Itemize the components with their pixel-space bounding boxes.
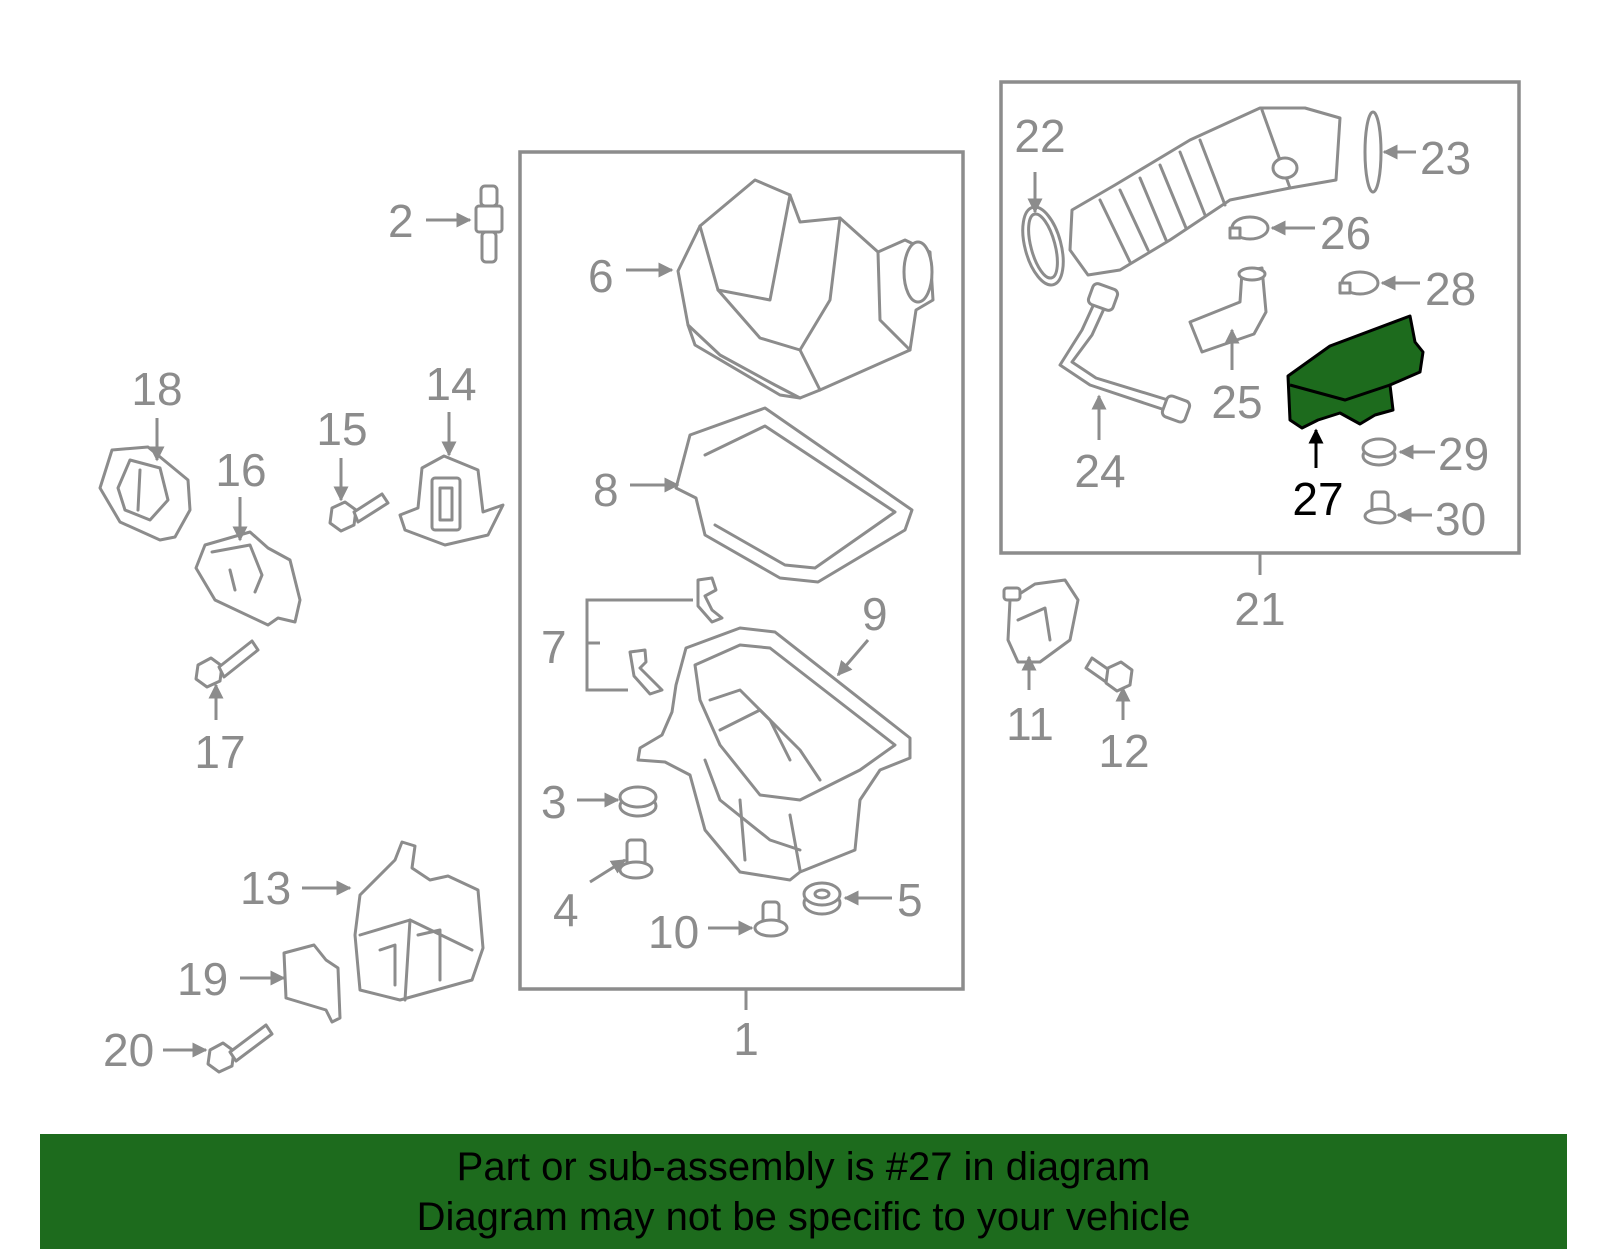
callout-24: 24 [1074,445,1125,497]
callout-1: 1 [733,1013,759,1065]
part-3-grommet [618,785,658,818]
part-26-clamp [1228,215,1270,241]
part-4-bolt [618,838,654,880]
callout-11: 11 [1006,698,1054,750]
part-15-bolt [328,492,390,533]
callout-18: 18 [131,363,182,415]
part-25-hose [1188,266,1268,354]
part-19-bracket [282,943,342,1024]
part-5-grommet [802,881,842,916]
part-30-bolt [1363,490,1397,525]
callout-10: 10 [648,906,699,958]
callout-6: 6 [588,250,614,302]
callout-13: 13 [240,862,291,914]
callout-16: 16 [215,444,266,496]
part-7-clips [585,576,724,696]
part-8-filter-element [674,406,914,584]
part-13-module [353,840,485,1002]
part-29-grommet [1361,437,1397,467]
callout-27: 27 [1292,473,1343,525]
part-10-bolt [753,900,789,938]
callout-26: 26 [1320,207,1371,259]
part-14-bracket [398,454,505,547]
callout-23: 23 [1420,132,1471,184]
part-18-bracket [98,445,192,542]
callout-2: 2 [388,195,414,247]
callout-12: 12 [1098,725,1149,777]
part-23-clamp [1363,110,1383,194]
assembly-1-frame [518,150,965,991]
callout-labels: 1 2 3 4 5 6 7 8 9 10 11 12 13 14 15 16 1… [103,110,1489,1076]
part-27-highlighted [1286,314,1425,430]
callout-8: 8 [593,464,619,516]
callout-9: 9 [862,588,888,640]
banner-line-disclaimer: Diagram may not be specific to your vehi… [416,1195,1191,1239]
part-9-lower-case [636,626,912,882]
leader-arrows [149,144,1435,1058]
info-banner: Part or sub-assembly is #27 in diagram D… [40,1134,1567,1249]
callout-28: 28 [1425,263,1476,315]
part-20-bolt [206,1023,274,1074]
callout-3: 3 [541,776,567,828]
callout-19: 19 [177,953,228,1005]
callout-4: 4 [553,884,579,936]
callout-22: 22 [1014,110,1065,162]
part-28-clamp [1338,270,1380,296]
part-2-clip [474,184,504,264]
part-16-bracket [194,530,302,627]
callout-21: 21 [1234,583,1285,635]
banner-line-part: Part or sub-assembly is #27 in diagram [456,1145,1151,1189]
callout-30: 30 [1435,493,1486,545]
part-11-sensor [1002,578,1080,664]
part-21-duct [1068,106,1342,277]
callout-29: 29 [1438,428,1489,480]
callout-20: 20 [103,1024,154,1076]
callout-15: 15 [316,403,367,455]
part-27-shape [1286,314,1425,430]
part-24-tube [1058,282,1192,424]
callout-14: 14 [425,358,476,410]
part-6-upper-cover [676,178,935,400]
callout-5: 5 [897,874,923,926]
part-22-clamp [1021,205,1065,287]
callout-17: 17 [194,726,245,778]
callout-7: 7 [541,621,567,673]
callout-25: 25 [1211,376,1262,428]
part-12-bolt [1084,656,1134,693]
part-17-bolt [194,639,260,689]
